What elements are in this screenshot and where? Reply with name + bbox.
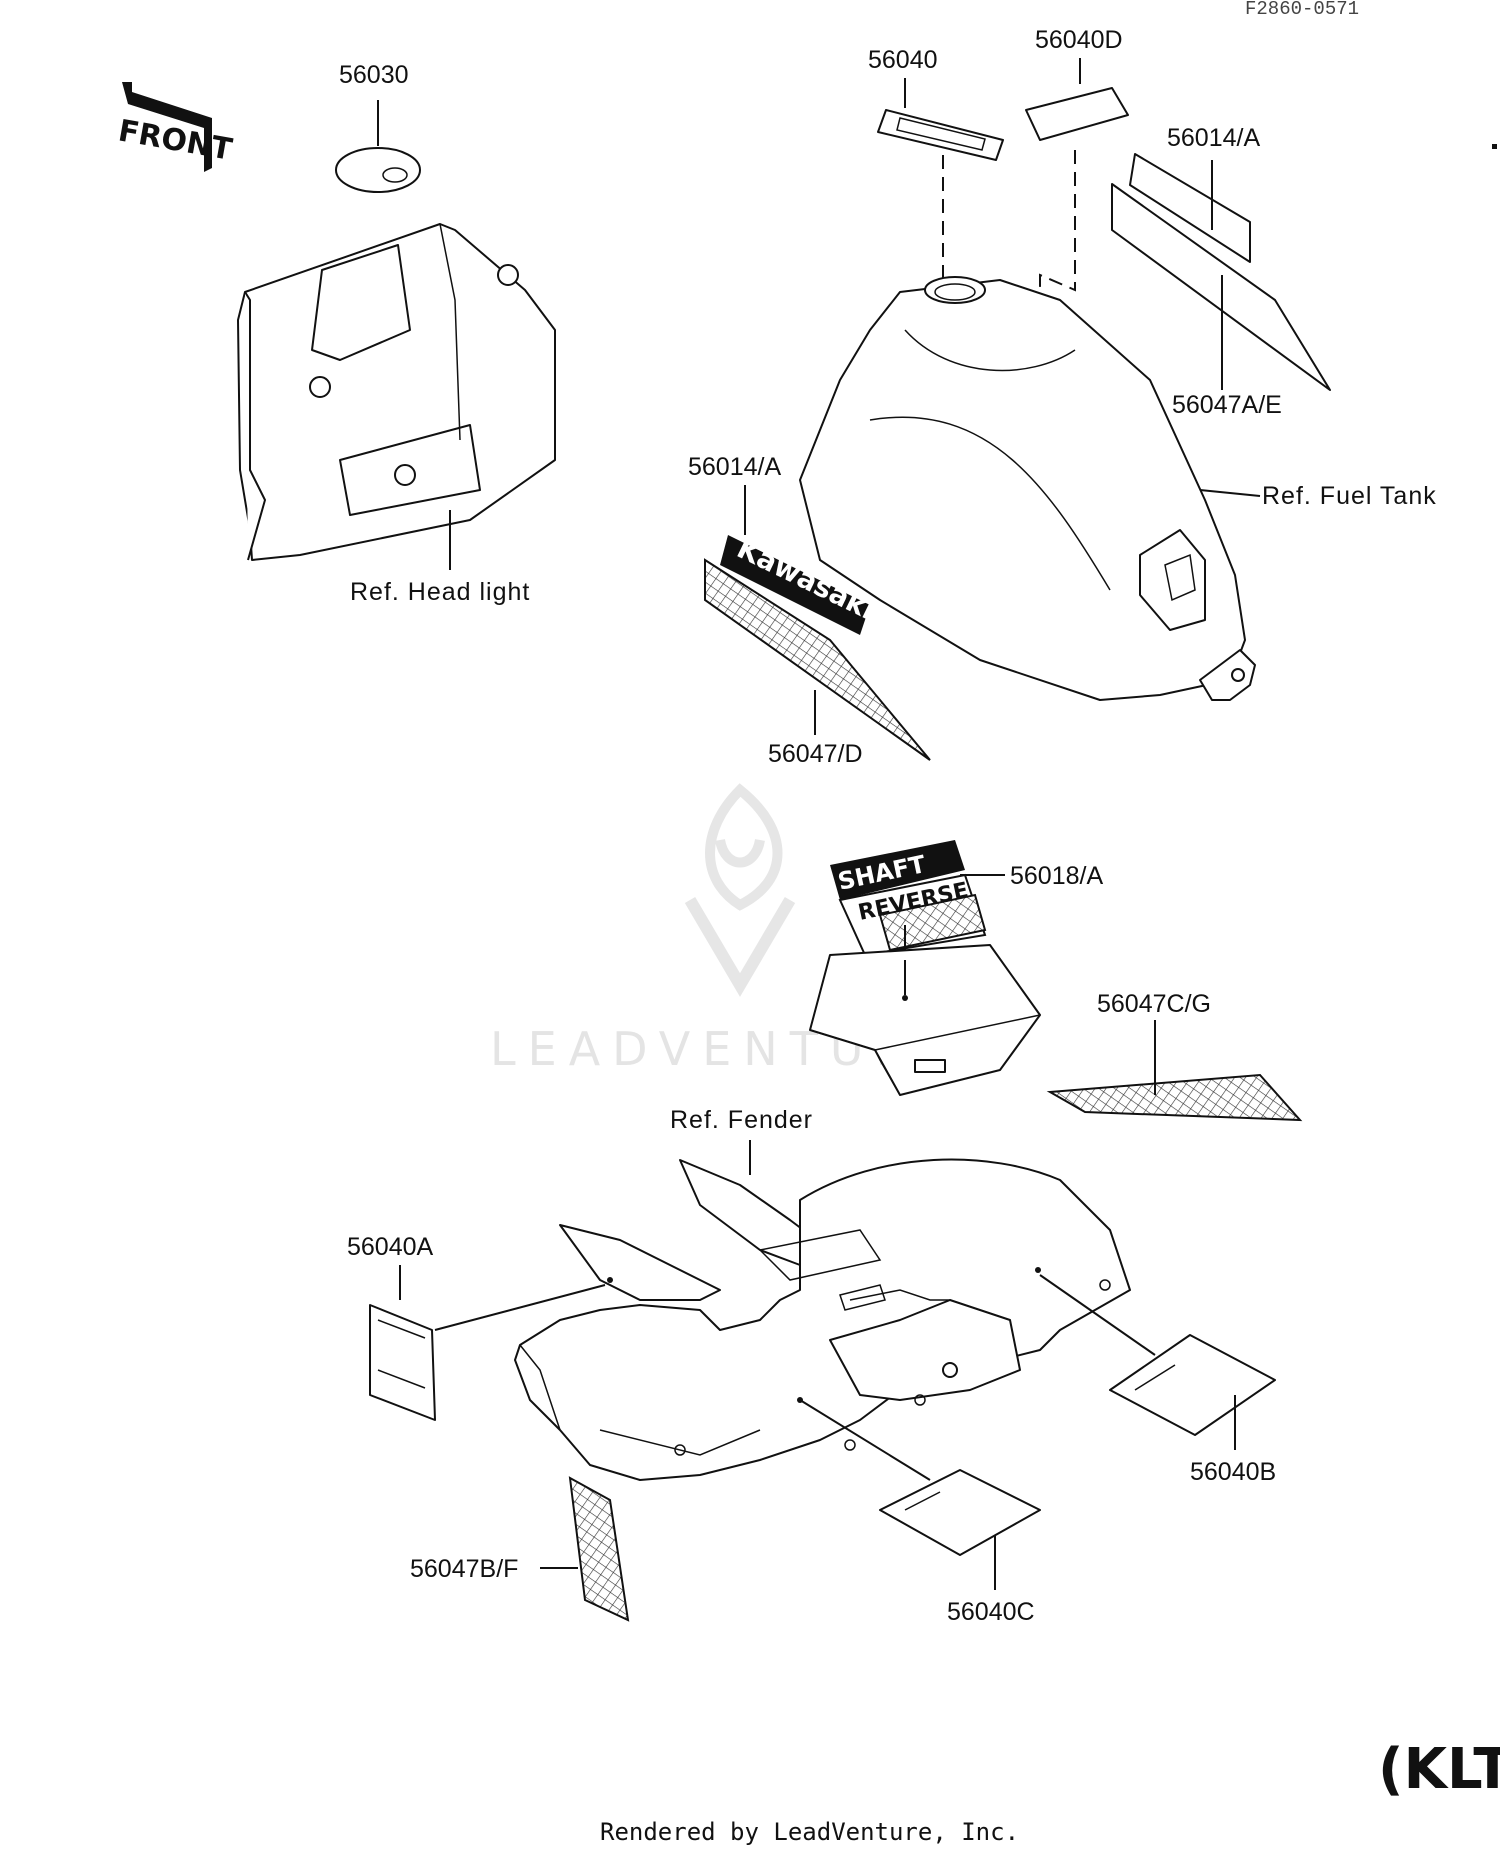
part-label-56047BF: 56047B/F	[410, 1555, 518, 1583]
fuel-tank: Ref. Fuel Tank	[799, 276, 1437, 701]
part-label-56040B: 56040B	[1190, 1458, 1276, 1486]
ref-head-light: Ref. Head light	[350, 578, 530, 606]
part-56047CG[interactable]: 56047C/G	[1046, 990, 1303, 1122]
part-56018A[interactable]: SHAFT REVERSE 56018/A	[830, 840, 1103, 960]
ref-fuel-tank: Ref. Fuel Tank	[1262, 482, 1437, 510]
part-label-56030: 56030	[339, 61, 409, 89]
part-56047D[interactable]: 56047/D	[704, 558, 931, 768]
part-56014A-top[interactable]: 56014/A	[1129, 124, 1260, 263]
front-label: FRONT	[116, 113, 236, 167]
front-arrow-icon: FRONT	[116, 82, 236, 172]
dot-mark	[1492, 144, 1497, 149]
part-label-56047D: 56047/D	[768, 740, 863, 768]
part-56040D[interactable]: 56040D	[1025, 26, 1129, 403]
part-56040A[interactable]: 56040A	[347, 1233, 606, 1421]
ref-fender: Ref. Fender	[670, 1106, 813, 1134]
headlight-cover: Ref. Head light	[237, 223, 556, 606]
part-label-56040D: 56040D	[1035, 26, 1123, 54]
fender: Ref. Fender	[514, 1106, 1131, 1481]
part-56040B[interactable]: 56040B	[1039, 1274, 1276, 1486]
part-label-56018A: 56018/A	[1010, 862, 1103, 890]
part-label-56014A-left: 56014/A	[688, 453, 781, 481]
part-56040C[interactable]: 56040C	[799, 1399, 1041, 1626]
part-label-56040: 56040	[868, 46, 938, 74]
part-label-56014A-top: 56014/A	[1167, 124, 1260, 152]
drawing-code: F2860-0571	[1245, 0, 1359, 20]
part-56030[interactable]: 56030	[335, 61, 421, 193]
part-56047AE[interactable]: 56047A/E	[1111, 183, 1331, 419]
part-label-56040A: 56040A	[347, 1233, 434, 1261]
reverse-cover	[809, 944, 1041, 1096]
part-label-56040C: 56040C	[947, 1598, 1035, 1626]
part-label-56047CG: 56047C/G	[1097, 990, 1211, 1018]
part-56047BF[interactable]: 56047B/F	[410, 1476, 630, 1622]
footer-credit: Rendered by LeadVenture, Inc.	[600, 1818, 1019, 1846]
part-label-56047AE: 56047A/E	[1172, 391, 1282, 419]
model-badge: (KLT	[1378, 1737, 1500, 1802]
